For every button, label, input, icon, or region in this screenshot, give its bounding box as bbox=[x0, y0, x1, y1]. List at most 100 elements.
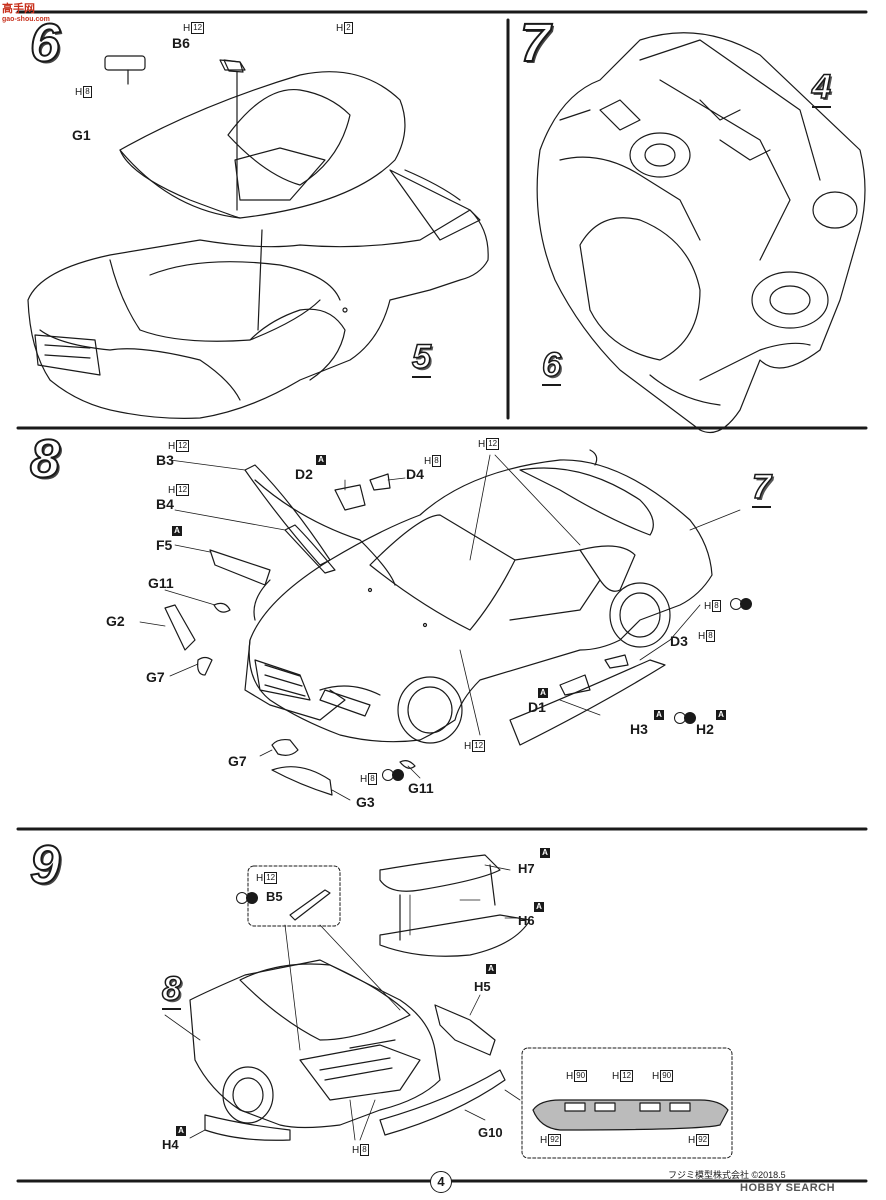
part-label-d2: D2 bbox=[295, 466, 313, 482]
part-label-g10: G10 bbox=[478, 1125, 503, 1140]
a-marker-h7: A bbox=[540, 848, 550, 858]
a-marker-h4: A bbox=[176, 1126, 186, 1136]
a-marker-h2: A bbox=[716, 710, 726, 720]
part-label-h5: H5 bbox=[474, 979, 491, 994]
paint-code-prefix: H bbox=[540, 1135, 548, 1146]
paint-code-box: 12 bbox=[486, 438, 500, 450]
part-label-d4: D4 bbox=[406, 466, 424, 482]
paint-code-box: 8 bbox=[368, 773, 377, 785]
ref-step-5: 5 bbox=[411, 338, 432, 378]
part-label-f5: F5 bbox=[156, 537, 173, 553]
part-label-h4: H4 bbox=[162, 1137, 179, 1152]
step-number-8: 8 bbox=[29, 429, 61, 489]
copyright-text: フジミ模型株式会社 ©2018.5 bbox=[668, 1170, 786, 1180]
part-label-g3: G3 bbox=[356, 794, 375, 810]
paint-code-prefix: H bbox=[256, 873, 264, 884]
paint-code-box: 12 bbox=[191, 22, 205, 34]
part-label-g7-lower: G7 bbox=[228, 753, 247, 769]
paint-code-box: 12 bbox=[620, 1070, 634, 1082]
paint-code-prefix: H bbox=[464, 741, 472, 752]
part-label-d3: D3 bbox=[670, 633, 688, 649]
paint-code-prefix: H bbox=[424, 456, 432, 467]
ref-step-6: 6 bbox=[541, 346, 562, 386]
paint-code-prefix: H bbox=[75, 87, 83, 98]
paint-code-prefix: H bbox=[360, 774, 368, 785]
part-label-d1: D1 bbox=[528, 699, 546, 715]
step7-chassis-drawing bbox=[536, 32, 866, 434]
step-number-9: 9 bbox=[29, 835, 61, 895]
paint-code-box: 92 bbox=[548, 1134, 562, 1146]
paint-code-prefix: H bbox=[704, 601, 712, 612]
paint-code-box: 12 bbox=[472, 740, 486, 752]
ref-step-4: 4 bbox=[811, 68, 832, 108]
paint-code-prefix: H bbox=[698, 631, 706, 642]
part-label-b6: B6 bbox=[172, 35, 190, 51]
page-number: 4 bbox=[430, 1171, 452, 1193]
paint-code-box: 8 bbox=[712, 600, 721, 612]
a-marker-h6: A bbox=[534, 902, 544, 912]
ref-step-7: 7 bbox=[751, 468, 772, 508]
paint-code-box: 12 bbox=[176, 440, 190, 452]
paint-code-box: 8 bbox=[432, 455, 441, 467]
site-logo: 高手网 gao-shou.com bbox=[2, 3, 50, 23]
paint-code-prefix: H bbox=[612, 1071, 620, 1082]
paint-code-prefix: H bbox=[652, 1071, 660, 1082]
part-label-g1: G1 bbox=[72, 127, 91, 143]
paint-mix-icon bbox=[382, 769, 404, 781]
paint-code-prefix: H bbox=[336, 23, 344, 34]
paint-mix-icon bbox=[730, 598, 752, 610]
paint-code-prefix: H bbox=[566, 1071, 574, 1082]
paint-code-box: 8 bbox=[83, 86, 92, 98]
ref-step-7-text: 7 bbox=[751, 468, 772, 508]
paint-mix-icon bbox=[236, 892, 258, 904]
paint-code-prefix: H bbox=[478, 439, 486, 450]
step8-body-drawing bbox=[139, 449, 741, 801]
part-label-g7-upper: G7 bbox=[146, 669, 165, 685]
paint-code-prefix: H bbox=[183, 23, 191, 34]
paint-code-box: 90 bbox=[574, 1070, 588, 1082]
step9-rear-drawing bbox=[164, 854, 733, 1159]
paint-code-box: 8 bbox=[360, 1144, 369, 1156]
part-label-b3: B3 bbox=[156, 452, 174, 468]
part-label-g11-front: G11 bbox=[148, 575, 174, 591]
a-marker-f5: A bbox=[172, 526, 182, 536]
paint-code-prefix: H bbox=[168, 441, 176, 452]
part-label-b5: B5 bbox=[266, 889, 283, 904]
step-number-7: 7 bbox=[519, 13, 551, 73]
site-logo-text: 高手网 bbox=[2, 3, 35, 15]
paint-code-box: 90 bbox=[660, 1070, 674, 1082]
part-label-g2: G2 bbox=[106, 613, 125, 629]
ref-step-8-text: 8 bbox=[161, 970, 182, 1010]
ref-step-4-text: 4 bbox=[811, 68, 832, 108]
frame-lines bbox=[16, 10, 868, 1183]
ref-step-5-text: 5 bbox=[411, 338, 432, 378]
site-logo-sub: gao-shou.com bbox=[2, 15, 50, 23]
watermark-text: HOBBY SEARCH bbox=[740, 1182, 836, 1194]
paint-code-box: 12 bbox=[176, 484, 190, 496]
paint-code-prefix: H bbox=[688, 1135, 696, 1146]
part-label-h6: H6 bbox=[518, 913, 535, 928]
part-label-h3: H3 bbox=[630, 721, 648, 737]
paint-code-prefix: H bbox=[352, 1145, 360, 1156]
part-label-b4: B4 bbox=[156, 496, 174, 512]
a-marker-d2: A bbox=[316, 455, 326, 465]
paint-code-box: 8 bbox=[706, 630, 715, 642]
part-label-h7: H7 bbox=[518, 861, 535, 876]
paint-code-box: 12 bbox=[264, 872, 278, 884]
a-marker-d1: A bbox=[538, 688, 548, 698]
part-label-g11-rear: G11 bbox=[408, 780, 434, 796]
step-number-6: 6 bbox=[29, 13, 61, 73]
